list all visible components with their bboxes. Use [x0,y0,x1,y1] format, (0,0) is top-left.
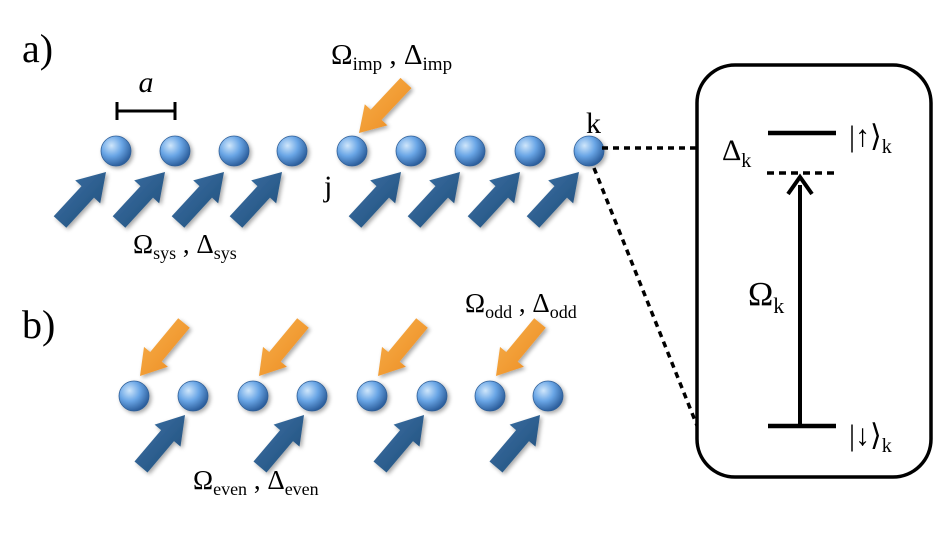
upper-state-label: |↑⟩k [849,120,892,158]
panel-a-arrows [53,77,579,228]
lattice-spacing-label: a [139,66,154,99]
detuning-label: Δk [722,134,751,172]
odd-site-laser-arrow [259,318,309,376]
panel-a: a) a Ωimp , Δimp Ωsys , Δsys j k [22,26,605,263]
lattice-spacing-bar: a [115,66,177,120]
odd-site-atom [118,380,150,412]
panel-a-label: a) [22,26,53,71]
system-laser-arrow [407,172,460,228]
rabi-arrow-head [786,173,814,196]
even-site-laser-arrow [134,415,185,473]
odd-site-laser-arrow [496,318,546,376]
lattice-atom [395,135,427,167]
site-j-label: j [323,170,332,203]
lattice-atom [514,135,546,167]
even-site-atom [296,380,328,412]
odd-site-laser-arrow [140,318,190,376]
panel-b-arrows [134,318,546,473]
panel-b-label: b) [22,302,55,347]
impurity-label: Ωimp , Δimp [331,39,452,75]
lattice-atom [454,135,486,167]
panel-b-atoms [118,380,564,412]
system-laser-arrow [112,172,165,228]
lattice-atom [100,135,132,167]
even-site-laser-arrow [373,415,424,473]
system-laser-arrow [229,172,282,228]
even-site-atom [416,380,448,412]
even-site-laser-arrow [489,415,540,473]
system-laser-arrow [348,172,401,228]
impurity-atom [336,135,368,167]
lattice-atom [218,135,250,167]
lattice-atom [159,135,191,167]
lattice-atom [573,135,605,167]
odd-site-label: Ωodd , Δodd [465,288,577,322]
panel-a-atoms [100,135,605,167]
impurity-laser-arrow [359,77,412,133]
lower-state-label: |↓⟩k [849,419,892,457]
lattice-atom [276,135,308,167]
system-laser-arrow [171,172,224,228]
level-diagram: |↑⟩k Δk Ωk |↓⟩k [695,63,933,479]
site-k-label: k [586,107,601,140]
even-site-laser-arrow [253,415,304,473]
odd-site-atom [237,380,269,412]
odd-site-laser-arrow [378,318,428,376]
panel-b: b) Ωodd , Δodd Ωeven , Δeven [22,288,577,499]
even-site-label: Ωeven , Δeven [193,465,319,499]
zoom-line-bottom [592,167,700,429]
system-laser-arrow [526,172,579,228]
even-site-atom [532,380,564,412]
system-label: Ωsys , Δsys [133,229,237,263]
odd-site-atom [474,380,506,412]
level-diagram-frame [695,63,933,479]
system-laser-arrow [467,172,520,228]
system-laser-arrow [53,172,106,228]
rabi-label: Ωk [748,276,784,318]
odd-site-atom [356,380,388,412]
zoom-connectors [592,146,700,429]
even-site-atom [177,380,209,412]
